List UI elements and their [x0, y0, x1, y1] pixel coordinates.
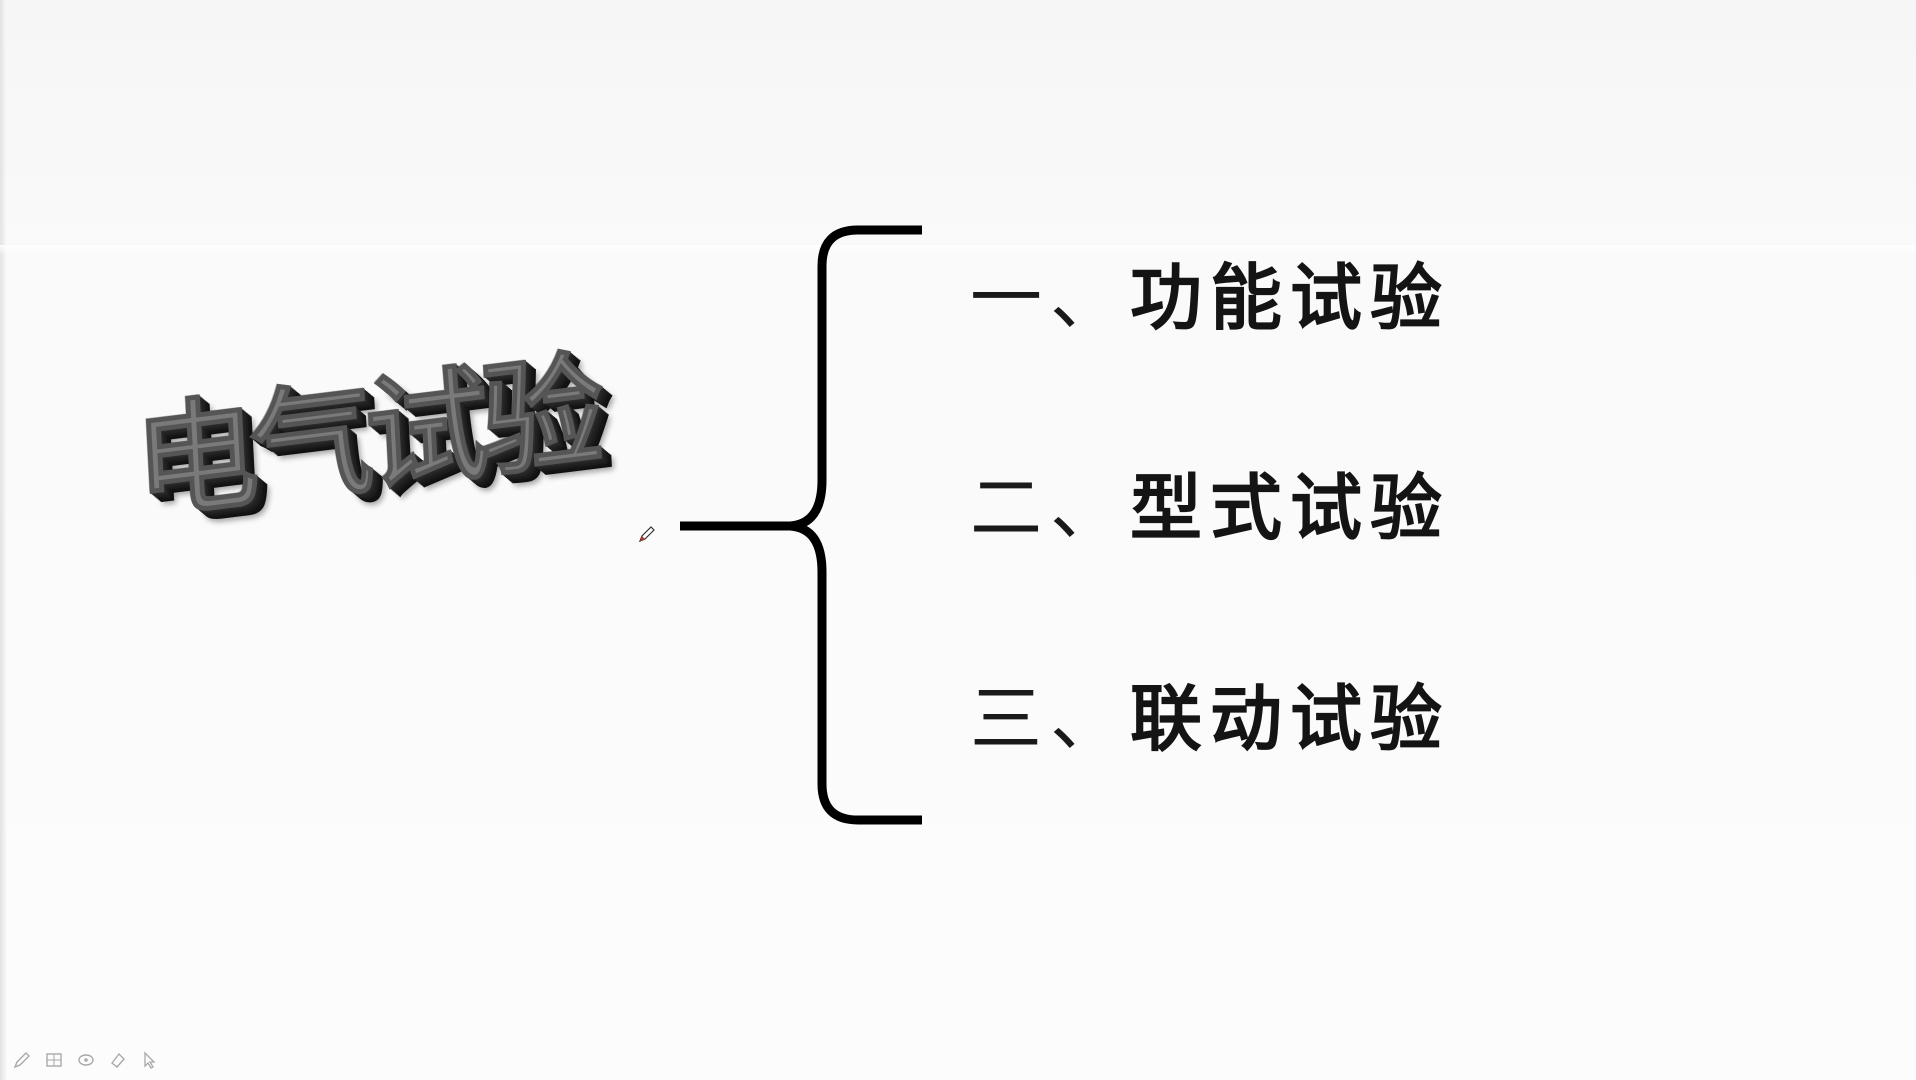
list-item-number: 三、: [970, 677, 1131, 761]
list-item-functional-test: 一、功能试验: [970, 262, 1450, 335]
list-item-label: 功能试验: [1130, 255, 1451, 340]
list-item-number: 一、: [970, 256, 1131, 340]
slideshow-toolbar: [10, 1048, 162, 1072]
zoom-icon[interactable]: [74, 1048, 98, 1072]
pointer-icon[interactable]: [138, 1048, 162, 1072]
list-item-type-test: 二、型式试验: [970, 472, 1450, 545]
list-item-number: 二、: [970, 466, 1131, 550]
pen-icon[interactable]: [10, 1048, 34, 1072]
list-item-label: 联动试验: [1130, 676, 1451, 761]
pen-cursor-icon: [638, 526, 655, 543]
list-item-linkage-test: 三、联动试验: [970, 683, 1450, 756]
slide-grid-icon[interactable]: [42, 1048, 66, 1072]
eraser-icon[interactable]: [106, 1048, 130, 1072]
slide-background-band: [0, 245, 1916, 255]
list-item-label: 型式试验: [1130, 465, 1451, 550]
